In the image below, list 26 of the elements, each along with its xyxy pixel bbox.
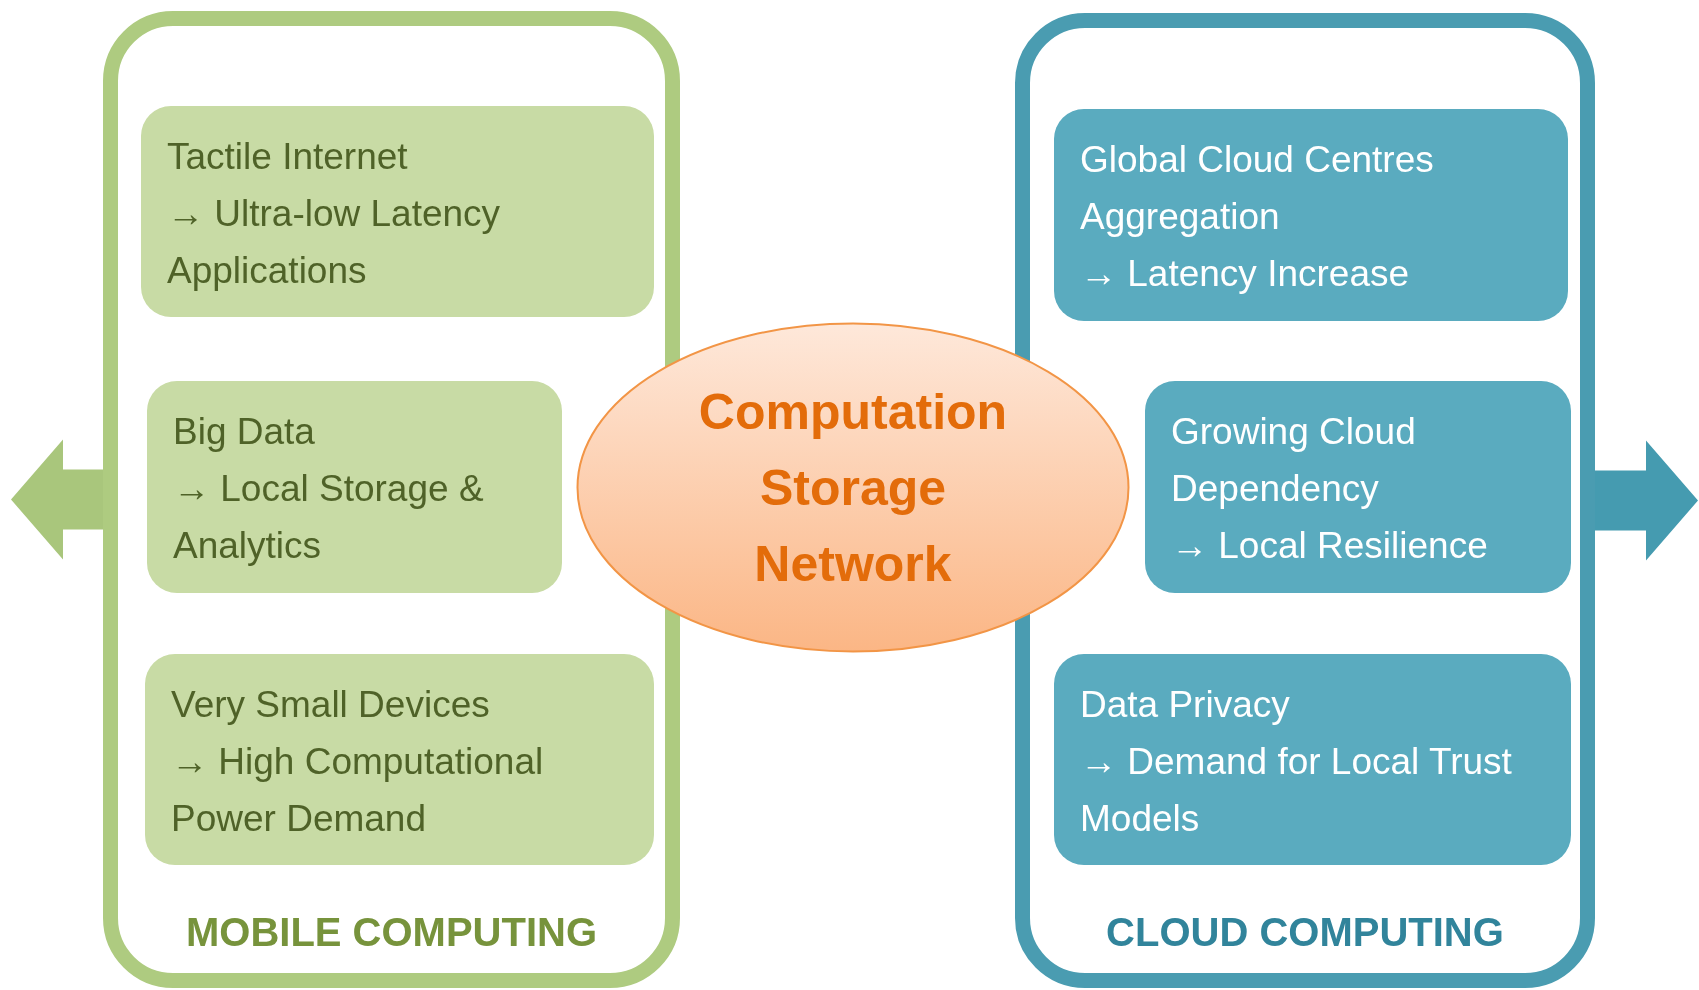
consequence-text: → Demand for Local Trust Models <box>1080 740 1513 841</box>
block-arrow <box>11 439 103 560</box>
trend-text: Data Privacy <box>1080 683 1291 727</box>
panel-heading: MOBILE COMPUTING <box>184 910 599 955</box>
group-panel <box>1015 13 1595 988</box>
trend-card <box>145 654 654 865</box>
consequence-text: → Latency Increase <box>1080 252 1411 296</box>
trend-text: Tactile Internet <box>167 135 409 179</box>
trend-text: Growing Cloud Dependency <box>1171 410 1417 511</box>
trend-card <box>147 381 562 593</box>
consequence-text: → Local Storage & Analytics <box>173 467 485 568</box>
trend-card <box>1054 654 1571 865</box>
trend-text: Global Cloud Centres Aggregation <box>1080 138 1435 239</box>
trend-card <box>1145 381 1571 593</box>
center-title: Computation Storage Network <box>697 382 1009 594</box>
consequence-text: → Local Resilience <box>1171 524 1489 568</box>
center-ellipse <box>576 322 1130 653</box>
trend-text: Big Data <box>173 410 316 454</box>
consequence-text: → High Computational Power Demand <box>171 740 545 841</box>
consequence-text: → Ultra-low Latency Applications <box>167 192 502 293</box>
trend-card <box>1054 109 1568 321</box>
group-panel <box>103 11 680 988</box>
trend-card <box>141 106 654 317</box>
block-arrow <box>1595 440 1698 561</box>
trend-text: Very Small Devices <box>171 683 491 727</box>
panel-heading: CLOUD COMPUTING <box>1105 910 1505 955</box>
